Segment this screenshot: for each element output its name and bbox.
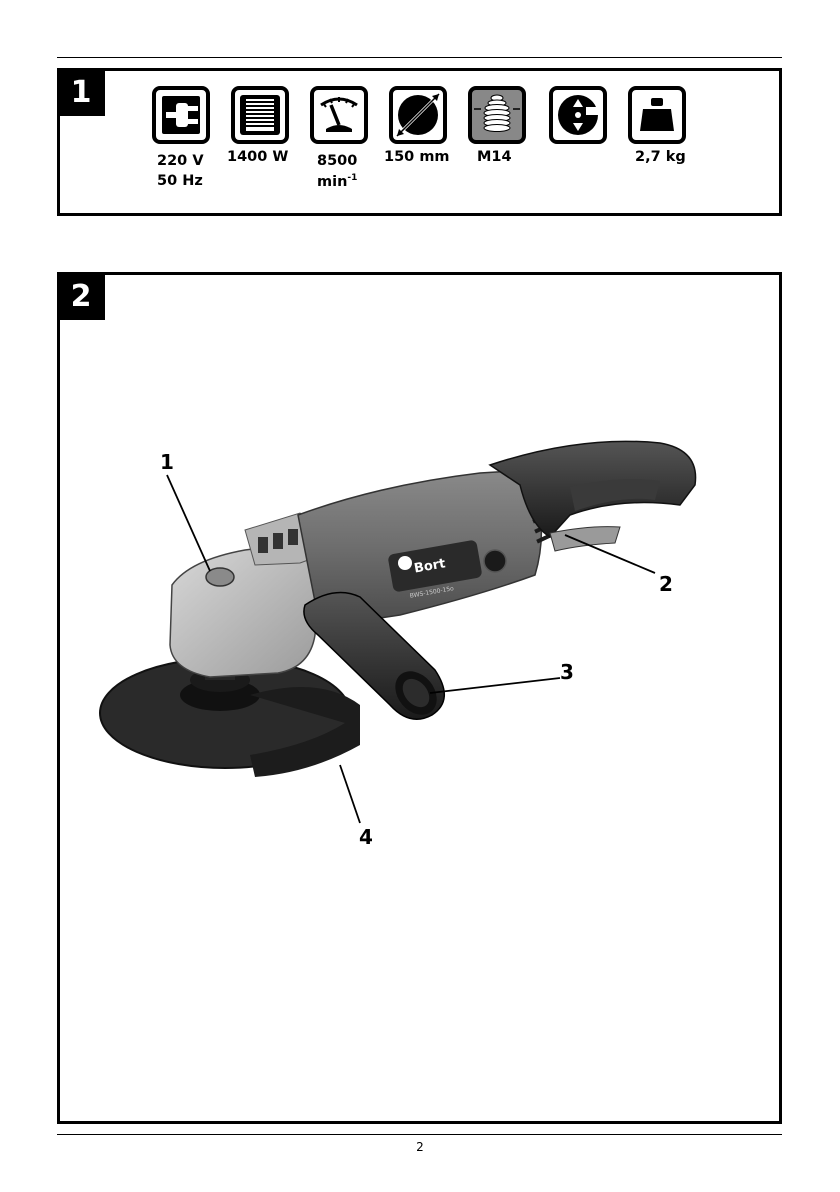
power-plug-icon [151, 85, 211, 145]
speed-unit: min-1 [317, 168, 357, 192]
tool-overview-panel: 2 [57, 272, 782, 1124]
bottom-rule [57, 1134, 782, 1135]
spec-disc-diameter-label: 150 mm [384, 147, 450, 167]
specifications-panel: 1 220 V 50 Hz 1400 W [57, 68, 782, 216]
spec-weight: 2,7 kg [627, 85, 689, 145]
frequency-value: 50 Hz [157, 171, 204, 191]
speed-unit-exponent: -1 [347, 173, 357, 183]
spec-power: 1400 W [230, 85, 292, 145]
speed-dial [484, 550, 506, 572]
page-number: 2 [0, 1140, 840, 1154]
speed-unit-base: min [317, 174, 347, 190]
spec-spindle-thread: M14 [467, 85, 529, 145]
spec-speed-label: 8500 min-1 [317, 151, 357, 192]
top-rule [57, 57, 782, 58]
spec-spindle-thread-label: M14 [477, 147, 512, 167]
motor-coil-icon [230, 85, 290, 145]
callout-4: 4 [359, 825, 373, 849]
spindle-thread-icon [467, 85, 527, 145]
double-insulation-icon [548, 85, 608, 145]
spec-speed: 8500 min-1 [309, 85, 371, 145]
speed-gauge-icon [309, 85, 369, 145]
angle-grinder-illustration: Bort BWS-1500-15o [60, 275, 779, 1121]
spec-disc-diameter: 150 mm [388, 85, 450, 145]
spec-voltage: 220 V 50 Hz [151, 85, 213, 145]
voltage-value: 220 V [157, 151, 204, 171]
callout-2: 2 [659, 572, 673, 596]
disc-diameter-icon [388, 85, 448, 145]
weight-icon [627, 85, 687, 145]
panel-number-badge: 1 [57, 68, 105, 116]
callout-1: 1 [160, 450, 174, 474]
callout-line-3 [430, 678, 560, 693]
callout-3: 3 [560, 660, 574, 684]
spec-power-label: 1400 W [227, 147, 288, 167]
spec-voltage-label: 220 V 50 Hz [157, 151, 204, 191]
callout-line-4 [340, 765, 360, 823]
spec-protection-class [548, 85, 610, 145]
spec-weight-label: 2,7 kg [635, 147, 686, 167]
trigger-switch [550, 527, 620, 551]
callout-line-1 [167, 475, 210, 571]
